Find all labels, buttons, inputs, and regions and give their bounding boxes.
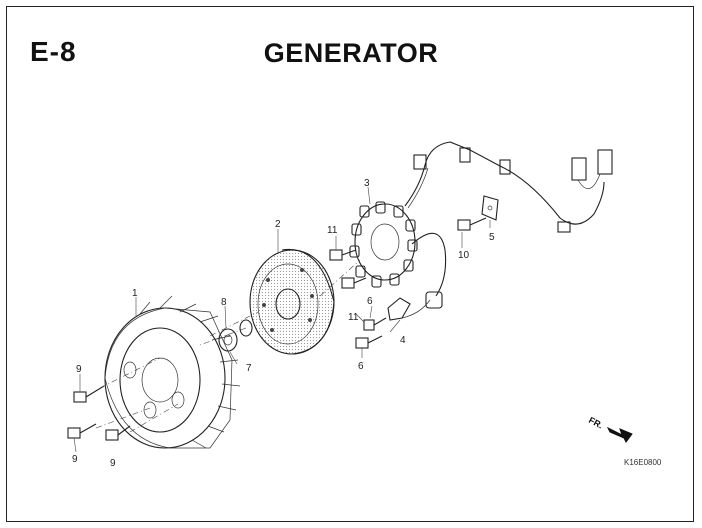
callout-leaders <box>73 186 491 453</box>
callout-6-upper: 6 <box>367 296 373 307</box>
callout-1: 1 <box>132 288 138 299</box>
callout-11-lower: 11 <box>348 312 359 323</box>
callout-9-left: 9 <box>72 454 78 465</box>
callout-6-lower: 6 <box>358 361 364 372</box>
clamp-bolt-part <box>457 217 487 231</box>
flywheel-part <box>249 248 335 355</box>
callout-4: 4 <box>400 335 406 346</box>
callout-3: 3 <box>364 178 370 189</box>
stator-bolts-part <box>329 249 387 349</box>
callout-8: 8 <box>221 297 227 308</box>
front-arrow-icon <box>606 426 633 443</box>
callout-7: 7 <box>246 363 252 374</box>
callout-2: 2 <box>275 219 281 230</box>
page-title: GENERATOR <box>263 38 439 68</box>
callout-numbers: 1 2 3 4 5 6 6 7 8 9 9 9 10 11 11 <box>72 178 495 469</box>
flywheel-nut-part <box>218 319 253 352</box>
wire-clamp-part <box>481 195 499 221</box>
callout-11-upper: 11 <box>327 225 338 236</box>
fan-bolts-part <box>67 385 131 441</box>
callout-10: 10 <box>458 250 470 261</box>
section-code: E-8 <box>30 36 77 67</box>
wire-harness-part <box>404 141 613 233</box>
callout-5: 5 <box>489 232 495 243</box>
cooling-fan-part <box>104 295 241 449</box>
page-frame <box>6 6 694 522</box>
stator-part <box>349 201 447 309</box>
front-direction-indicator: FR. <box>587 415 633 443</box>
front-direction-label: FR. <box>587 415 604 431</box>
callout-9-right: 9 <box>110 458 116 469</box>
callout-9-top: 9 <box>76 364 82 375</box>
assembly-center-lines <box>95 259 361 433</box>
pulse-generator-part <box>387 297 431 321</box>
drawing-code: K16E0800 <box>624 458 662 467</box>
